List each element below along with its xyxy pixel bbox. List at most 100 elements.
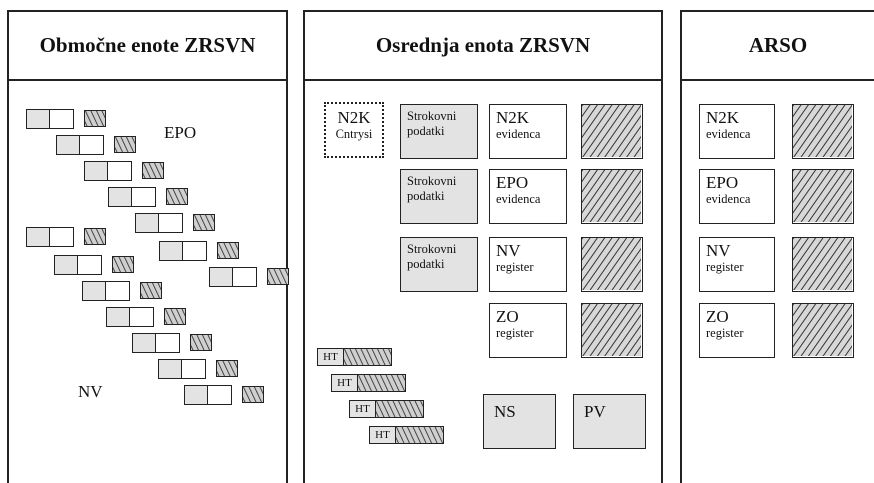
box-line2: podatki [407,124,445,138]
pair-gray-cell [209,267,233,287]
pair-gray-cell [26,227,50,247]
record-pair [84,161,132,181]
zo-register-box: ZO register [699,303,775,358]
epo-evidenca-box: EPO evidenca [489,169,567,224]
n2k-evidenca-box: N2K evidenca [699,104,775,159]
ht-record: HT [317,348,392,366]
pair-white-cell [78,255,102,275]
box-line1: Strokovni [407,242,457,256]
pair-white-cell [50,109,74,129]
map-thumbnail-icon [217,242,239,259]
pair-gray-cell [84,161,108,181]
pair-gray-cell [184,385,208,405]
map-thumbnail-icon [792,303,854,358]
record-pair [56,135,104,155]
map-thumbnail-icon [267,268,289,285]
panel-osrednja-enota: Osrednja enota ZRSVN N2K Cntrysi Strokov… [303,10,663,483]
panel-arso: ARSO N2K evidenca EPO evidenca NV regist… [680,10,874,483]
record-pair [184,385,232,405]
ns-box: NS [483,394,556,449]
ht-label: HT [331,374,358,392]
nv-register-box: NV register [699,237,775,292]
box-line1: Strokovni [407,174,457,188]
box-line1: NV [496,241,521,260]
pair-white-cell [183,241,207,261]
map-thumbnail-icon [84,228,106,245]
box-line2: evidenca [706,127,751,141]
ht-record: HT [349,400,424,418]
record-pair [132,333,180,353]
box-line1: ZO [496,307,519,326]
map-strip-icon [376,400,424,418]
map-thumbnail-icon [84,110,106,127]
record-pair [26,227,74,247]
panel-title: Območne enote ZRSVN [9,12,286,81]
map-thumbnail-icon [190,334,212,351]
record-pair [82,281,130,301]
map-strip-icon [358,374,406,392]
box-line2: register [706,326,744,340]
box-line1: Strokovni [407,109,457,123]
map-thumbnail-icon [581,104,643,159]
map-thumbnail-icon [114,136,136,153]
epo-evidenca-box: EPO evidenca [699,169,775,224]
map-thumbnail-icon [112,256,134,273]
pair-gray-cell [108,187,132,207]
strokovni-podatki-box: Strokovni podatki [400,104,478,159]
pair-white-cell [208,385,232,405]
map-thumbnail-icon [581,303,643,358]
nv-label: NV [78,382,103,401]
pair-gray-cell [106,307,130,327]
panel-title: ARSO [682,12,874,81]
panel-obmocne-enote: Območne enote ZRSVN EPO NV [7,10,289,483]
ht-label: HT [317,348,344,366]
box-line1: EPO [706,173,739,192]
map-thumbnail-icon [242,386,264,403]
record-pair [135,213,183,233]
pv-box: PV [573,394,646,449]
pair-gray-cell [135,213,159,233]
n2k-evidenca-box: N2K evidenca [489,104,567,159]
record-pair [158,359,206,379]
box-line2: evidenca [706,192,751,206]
pair-gray-cell [26,109,50,129]
record-pair [54,255,102,275]
map-thumbnail-icon [581,169,643,224]
strokovni-podatki-box: Strokovni podatki [400,169,478,224]
map-thumbnail-icon [166,188,188,205]
box-label: NS [494,402,516,421]
pair-white-cell [80,135,104,155]
box-line2: evidenca [496,192,541,206]
pair-white-cell [108,161,132,181]
ht-label: HT [349,400,376,418]
pair-white-cell [50,227,74,247]
map-strip-icon [344,348,392,366]
ht-record: HT [369,426,444,444]
pair-gray-cell [54,255,78,275]
n2k-cntrysi-box: N2K Cntrysi [324,102,384,158]
box-line1: N2K [337,108,371,127]
pair-gray-cell [56,135,80,155]
ht-record: HT [331,374,406,392]
box-line1: EPO [496,173,529,192]
pair-gray-cell [132,333,156,353]
box-line1: NV [706,241,731,260]
pair-gray-cell [158,359,182,379]
box-line2: register [706,260,744,274]
record-pair [159,241,207,261]
map-thumbnail-icon [792,104,854,159]
ht-label: HT [369,426,396,444]
box-line2: register [496,260,534,274]
epo-label: EPO [164,123,197,142]
map-thumbnail-icon [581,237,643,292]
pair-white-cell [233,267,257,287]
record-pair [106,307,154,327]
box-line1: N2K [496,108,530,127]
pair-white-cell [106,281,130,301]
record-pair [108,187,156,207]
map-thumbnail-icon [216,360,238,377]
pair-gray-cell [82,281,106,301]
panel-title: Osrednja enota ZRSVN [305,12,661,81]
map-thumbnail-icon [792,169,854,224]
map-strip-icon [396,426,444,444]
